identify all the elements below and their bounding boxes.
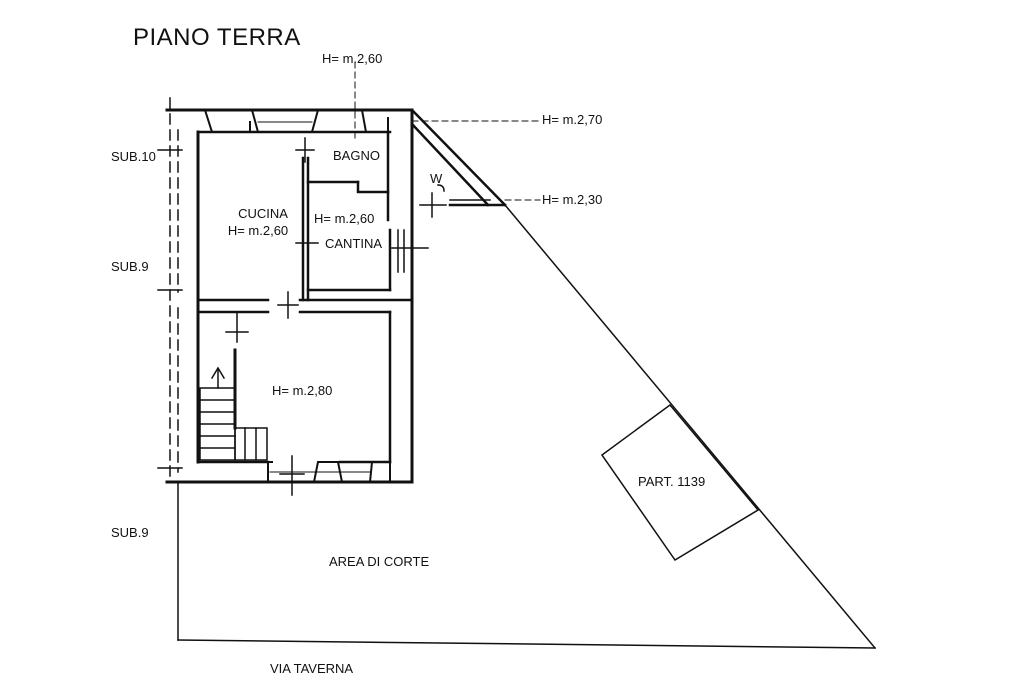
sub-label-9-upper: SUB.9 xyxy=(111,259,149,274)
staircase xyxy=(199,348,268,461)
wc-annex xyxy=(410,108,507,207)
parcel-label: PART. 1139 xyxy=(638,474,706,489)
courtyard-label: AREA DI CORTE xyxy=(329,554,430,569)
sub-label-10: SUB.10 xyxy=(111,149,156,164)
height-cantina-label: H= m.2,60 xyxy=(314,211,375,226)
plan-title: PIANO TERRA xyxy=(133,24,301,51)
sub-label-9-lower: SUB.9 xyxy=(111,525,149,540)
room-label-bagno: BAGNO xyxy=(333,148,380,163)
courtyard-outline xyxy=(177,203,877,650)
room-label-cantina: CANTINA xyxy=(325,236,383,251)
height-main-room-label: H= m.2,80 xyxy=(272,383,333,398)
room-label-cucina: CUCINA xyxy=(238,206,288,221)
window-recesses xyxy=(203,108,391,484)
height-leaders xyxy=(354,61,541,201)
boundary-dashes xyxy=(169,97,179,481)
outer-walls xyxy=(165,108,414,484)
street-label: VIA TAVERNA xyxy=(270,661,354,676)
room-label-wc: W xyxy=(430,171,443,186)
parcel-outline xyxy=(600,403,760,562)
height-top-label: H= m.2,60 xyxy=(322,51,383,66)
door-markers xyxy=(157,137,447,496)
height-right-upper-label: H= m.2,70 xyxy=(542,112,603,127)
height-cucina-label: H= m.2,60 xyxy=(227,223,289,238)
height-right-lower-label: H= m.2,30 xyxy=(542,192,603,207)
